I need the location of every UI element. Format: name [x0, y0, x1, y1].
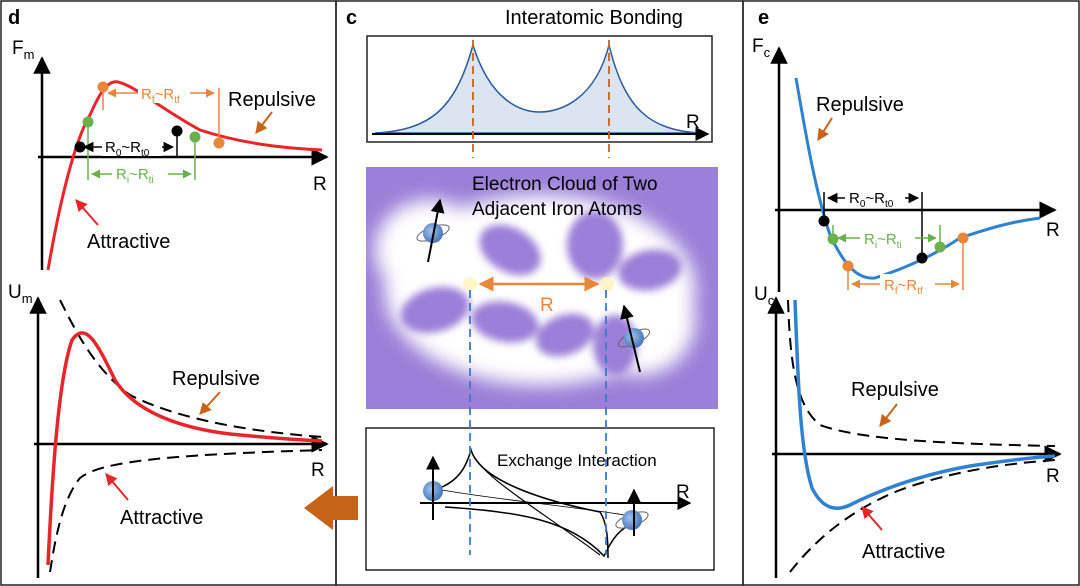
e-force-repulsive-pointer	[817, 117, 833, 142]
d-black-range-bg	[102, 136, 162, 156]
exchange-right-spin-atom	[615, 488, 649, 536]
d-force-curve	[46, 80, 323, 271]
exchange-left-spin-atom	[423, 455, 443, 520]
d-force-attractive-label: Attractive	[87, 231, 170, 253]
d-black-point-right	[171, 125, 183, 137]
d-black-point-left	[74, 141, 86, 153]
transition-arrow-left	[304, 486, 358, 530]
e-orange-point-right	[957, 232, 969, 244]
cloud-title-line1: Electron Cloud of Two	[472, 174, 658, 195]
cloud-left-spin-atom	[416, 198, 450, 263]
e-energy-attractive-label: Attractive	[862, 541, 945, 563]
e-energy-x-label: R	[1046, 466, 1060, 487]
e-green-point-right	[934, 241, 946, 253]
d-force-repulsive-label: Repulsive	[228, 89, 316, 111]
e-green-point-left	[827, 233, 839, 245]
cloud-distance-label: R	[540, 295, 554, 316]
e-repulsive-dashed-curve	[787, 299, 1056, 447]
cloud-right-spin-atom	[617, 304, 651, 373]
cloud-right-nucleus-glow	[600, 277, 614, 291]
e-force-axis-label: Fc	[752, 36, 771, 60]
bonding-plot-x-label: R	[686, 112, 700, 133]
e-black-point-left	[818, 215, 830, 227]
exchange-curve-bottom	[444, 506, 641, 558]
e-energy-axis-label: Uc	[754, 284, 775, 308]
exchange-label: Exchange Interaction	[497, 451, 657, 470]
exchange-plot-x-label: R	[676, 482, 690, 503]
e-energy-repulsive-pointer	[879, 403, 898, 427]
panel-e-letter: e	[758, 7, 769, 29]
bonding-density-area	[374, 42, 701, 134]
d-orange-range-label: Rf~Rtf	[141, 86, 180, 106]
e-orange-point-left	[842, 260, 854, 272]
d-green-range-bg	[112, 163, 168, 183]
e-green-range-bg	[860, 228, 915, 247]
e-black-point-right	[916, 252, 928, 264]
e-black-range-bg	[845, 187, 905, 206]
d-energy-repulsive-label: Repulsive	[172, 368, 260, 390]
exchange-plot-frame	[365, 427, 715, 571]
d-force-repulsive-pointer	[255, 111, 273, 134]
d-energy-x-label: R	[311, 460, 325, 481]
d-green-point-left	[82, 116, 94, 128]
e-force-x-label: R	[1046, 220, 1060, 241]
panel-c-letter: c	[346, 7, 357, 29]
d-force-attractive-pointer	[75, 199, 99, 226]
d-orange-point-right	[213, 137, 225, 149]
e-force-repulsive-label: Repulsive	[816, 94, 904, 116]
cloud-left-nucleus-glow	[463, 277, 477, 291]
e-energy-total-curve	[793, 299, 1056, 510]
d-energy-attractive-pointer	[105, 473, 129, 501]
d-green-range-label: Ri~Rti	[116, 166, 154, 186]
panel-d-letter: d	[8, 7, 20, 29]
e-orange-range-label: Rf~Rtf	[884, 277, 923, 297]
e-force-curve	[794, 77, 1041, 280]
d-force-x-label: R	[313, 174, 327, 195]
e-energy-attractive-pointer	[861, 506, 883, 531]
d-orange-range-bg	[138, 83, 190, 103]
panel-c-title: Interatomic Bonding	[505, 7, 683, 29]
d-force-axis-label: Fm	[12, 38, 34, 62]
panel-e-frame	[742, 0, 1080, 586]
exchange-curve-lower	[470, 449, 601, 556]
e-energy-repulsive-label: Repulsive	[851, 379, 939, 401]
d-orange-point-left	[97, 81, 109, 93]
e-black-range-label: R0~Rt0	[849, 190, 894, 210]
exchange-curve-thin	[441, 489, 626, 516]
bonding-plot-frame	[366, 35, 713, 143]
e-green-range-label: Ri~Rti	[864, 231, 902, 251]
e-orange-range-bg	[880, 274, 935, 293]
cloud-title-line2: Adjacent Iron Atoms	[472, 199, 642, 220]
d-energy-total-curve	[46, 331, 323, 566]
d-attractive-dashed-curve	[49, 449, 323, 573]
d-energy-repulsive-pointer	[199, 391, 221, 415]
d-green-point-right	[189, 131, 201, 143]
d-energy-attractive-label: Attractive	[120, 507, 203, 529]
d-energy-axis-label: Um	[8, 282, 33, 306]
d-black-range-label: R0~Rt0	[105, 139, 150, 159]
e-attractive-dashed-curve	[789, 459, 1056, 573]
electron-cloud-lobes	[400, 211, 682, 375]
